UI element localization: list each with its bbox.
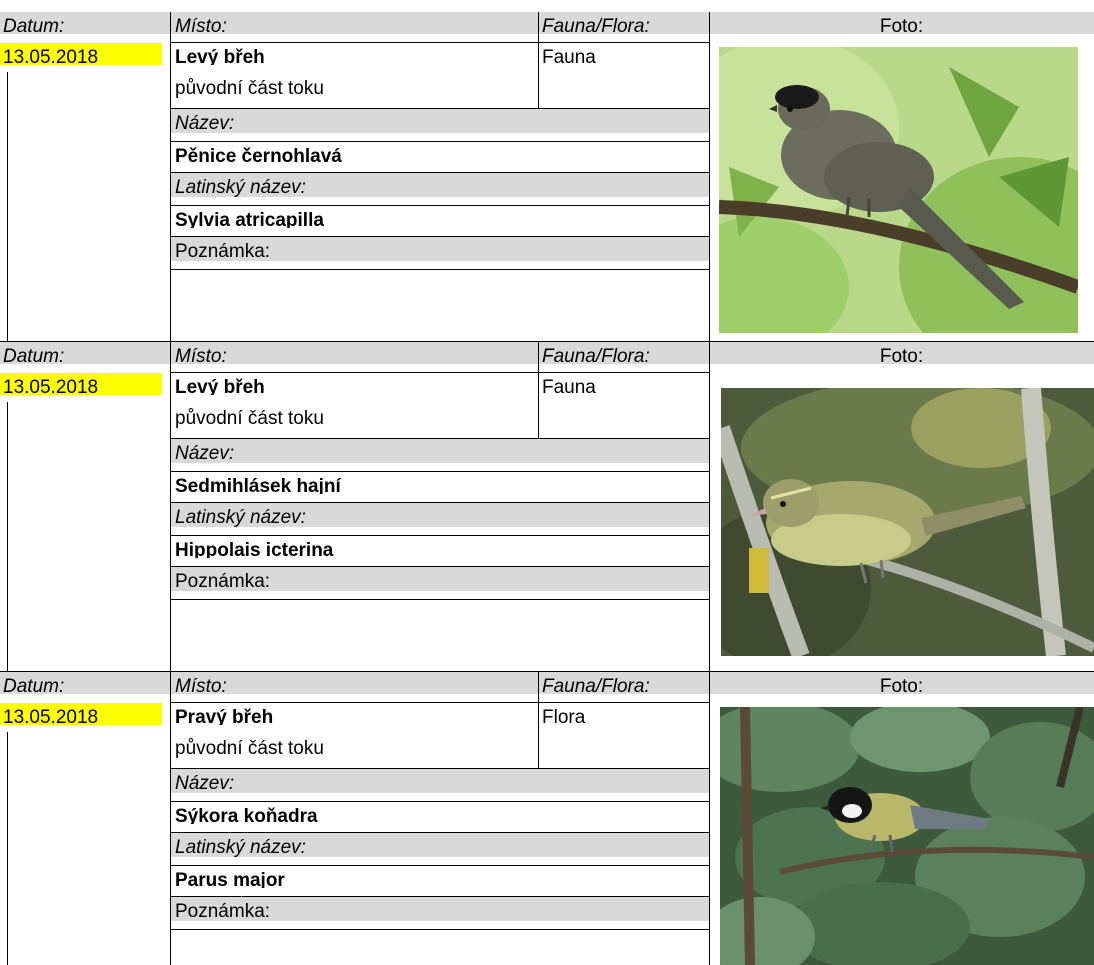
note-value [170, 272, 709, 332]
date-header: Datum: [0, 12, 170, 34]
grid-line [170, 172, 709, 173]
photo-header: Foto: [709, 342, 1094, 364]
grid-line [170, 236, 709, 237]
grid-line [170, 471, 709, 472]
grid-line [170, 12, 171, 342]
grid-line [170, 865, 709, 866]
grid-line [170, 438, 709, 439]
photo-header: Foto: [709, 12, 1094, 34]
latin-name-value: Hippolais icterina [175, 540, 334, 558]
grid-line [7, 72, 8, 342]
latin-name-label: Latinský název: [170, 173, 709, 197]
grid-line [170, 566, 709, 567]
record-3: Datum: Místo: Fauna/Flora: Foto: 13.05.2… [0, 672, 1094, 965]
photo-header: Foto: [709, 672, 1094, 694]
grid-line [538, 12, 539, 108]
fauna-flora-header: Fauna/Flora: [538, 672, 709, 694]
grid-line [170, 929, 709, 930]
place-header: Místo: [170, 672, 538, 694]
grid-line [0, 341, 1094, 342]
place-detail: původní část toku [175, 78, 324, 98]
grid-line [0, 671, 1094, 672]
name-value: Sedmihlásek hajní [175, 476, 341, 494]
name-label: Název: [170, 109, 709, 133]
grid-line [170, 502, 709, 503]
name-label: Název: [170, 769, 709, 793]
grid-line [7, 402, 8, 672]
grid-line [170, 672, 171, 965]
latin-name-value: Parus major [175, 870, 285, 888]
date-header: Datum: [0, 342, 170, 364]
grid-line [170, 372, 709, 373]
name-label: Název: [170, 439, 709, 463]
place-detail: původní část toku [175, 408, 324, 428]
record-2: Datum: Místo: Fauna/Flora: Foto: 13.05.2… [0, 342, 1094, 672]
note-value [170, 932, 709, 962]
grid-line [170, 801, 709, 802]
note-label: Poznámka: [170, 567, 709, 591]
grid-line [7, 732, 8, 965]
fauna-flora-value: Fauna [542, 377, 596, 395]
grid-line [170, 599, 709, 600]
date-value: 13.05.2018 [0, 373, 162, 395]
icterine-warbler-photo [721, 388, 1094, 656]
grid-line [170, 141, 709, 142]
grid-line [709, 672, 710, 965]
name-value: Pěnice černohlavá [175, 146, 342, 164]
grid-line [170, 832, 709, 833]
grid-line [170, 205, 709, 206]
grid-line [538, 672, 539, 768]
grid-line [170, 108, 709, 109]
grid-line [709, 342, 710, 672]
name-value: Sýkora koňadra [175, 806, 318, 824]
note-label: Poznámka: [170, 897, 709, 921]
record-1: Datum: Místo: Fauna/Flora: Foto: 13.05.2… [0, 12, 1094, 342]
grid-line [170, 768, 709, 769]
grid-line [170, 896, 709, 897]
grid-line [170, 535, 709, 536]
grid-line [170, 342, 171, 672]
latin-name-label: Latinský název: [170, 833, 709, 857]
note-value [170, 602, 709, 662]
place-header: Místo: [170, 12, 538, 34]
grid-line [538, 342, 539, 438]
note-label: Poznámka: [170, 237, 709, 261]
place-value: Levý břeh [175, 47, 265, 65]
place-header: Místo: [170, 342, 538, 364]
grid-line [170, 42, 709, 43]
fauna-flora-header: Fauna/Flora: [538, 342, 709, 364]
blackcap-photo [719, 47, 1078, 333]
fauna-flora-header: Fauna/Flora: [538, 12, 709, 34]
place-detail: původní část toku [175, 738, 324, 758]
latin-name-value: Sylvia atricapilla [175, 210, 324, 228]
place-value: Levý břeh [175, 377, 265, 395]
fauna-flora-value: Fauna [542, 47, 596, 65]
date-value: 13.05.2018 [0, 703, 162, 725]
grid-line [709, 12, 710, 342]
grid-line [170, 702, 709, 703]
great-tit-photo [720, 707, 1094, 965]
place-value: Pravý břeh [175, 707, 274, 725]
date-header: Datum: [0, 672, 170, 694]
latin-name-label: Latinský název: [170, 503, 709, 527]
date-value: 13.05.2018 [0, 43, 162, 65]
grid-line [170, 269, 709, 270]
fauna-flora-value: Flora [542, 707, 586, 725]
